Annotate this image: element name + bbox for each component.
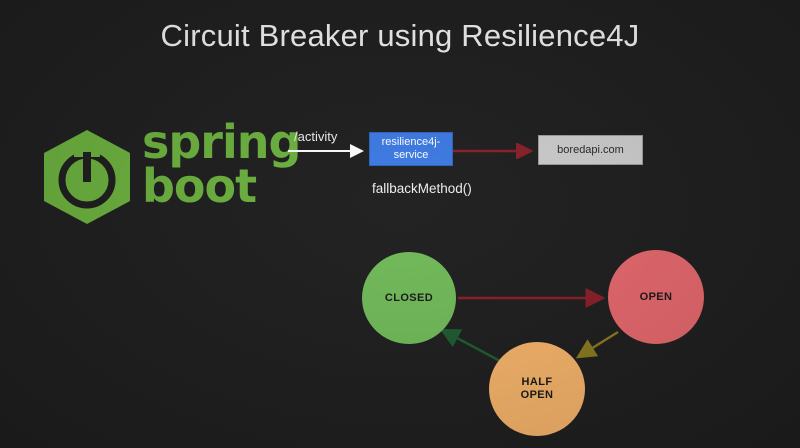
request-path-label: /activity bbox=[294, 129, 338, 144]
state-circle-half-open[interactable]: HALF OPEN bbox=[489, 342, 585, 436]
state-label-open: OPEN bbox=[639, 290, 673, 303]
spring-boot-hexagon-icon bbox=[44, 130, 130, 224]
page-title: Circuit Breaker using Resilience4J bbox=[160, 18, 640, 53]
service-node-label-line2: service bbox=[393, 149, 429, 161]
logo-text-spring: spring bbox=[142, 115, 301, 169]
logo-text-boot: boot bbox=[142, 159, 257, 213]
service-node-label-line1: resilience4j- bbox=[381, 136, 441, 148]
resilience4j-service-node[interactable]: resilience4j- service bbox=[369, 132, 453, 166]
state-transition-arrows bbox=[439, 288, 619, 364]
state-label-half-open-line2: OPEN bbox=[520, 389, 554, 401]
spring-boot-logo: spring boot bbox=[38, 119, 301, 226]
state-circle-open[interactable]: OPEN bbox=[608, 250, 704, 344]
state-label-closed: CLOSED bbox=[384, 291, 434, 304]
boredapi-node[interactable]: boredapi.com bbox=[538, 135, 643, 165]
state-circle-closed[interactable]: CLOSED bbox=[362, 252, 456, 344]
request-arrow bbox=[288, 144, 364, 158]
spring-boot-wordmark: spring boot bbox=[142, 119, 301, 213]
state-label-half-open-line1: HALF bbox=[521, 376, 553, 388]
boredapi-node-label: boredapi.com bbox=[557, 143, 624, 156]
fallback-method-label: fallbackMethod() bbox=[372, 181, 472, 196]
downstream-arrow bbox=[453, 143, 534, 159]
